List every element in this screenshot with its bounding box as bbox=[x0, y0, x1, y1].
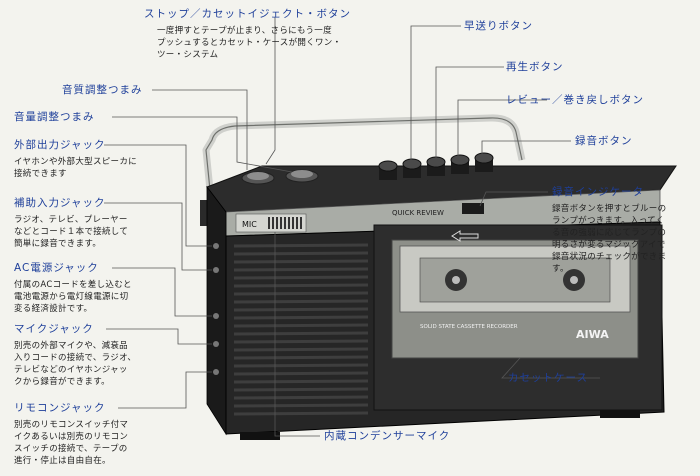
aux-in-label: 補助入力ジャック bbox=[14, 197, 106, 209]
grille-slat bbox=[233, 331, 369, 336]
foot-left bbox=[240, 432, 280, 440]
grille-slat bbox=[233, 283, 369, 288]
mic-slot bbox=[268, 217, 270, 229]
foot-right bbox=[600, 410, 640, 418]
mic-jack-label: マイクジャック bbox=[14, 323, 94, 335]
mic-slot bbox=[272, 217, 274, 229]
grille-slat bbox=[233, 411, 369, 416]
grille-slat bbox=[233, 267, 369, 272]
mic-slot bbox=[300, 217, 302, 229]
stop-eject-label: ストップ／カセットイジェクト・ボタン bbox=[144, 8, 351, 20]
grille-slat bbox=[233, 251, 369, 256]
grille-slat bbox=[233, 339, 369, 344]
cassette-case-label: カセットケース bbox=[508, 372, 588, 384]
condenser-mic-label: 内蔵コンデンサーマイク bbox=[324, 430, 451, 442]
grille-slat bbox=[233, 275, 369, 280]
rec-indicator-desc: 録音ボタンを押すとブルーの ランプがつきます。入ってく る音の強弱に応じてランプ… bbox=[552, 204, 667, 274]
mic-jack-desc: 別売の外部マイクや、減衰品 入りコードの接続で、ラジオ、 テレビなどのイヤホンジ… bbox=[14, 341, 137, 387]
aux-in-desc: ラジオ、テレビ、プレーヤー などとコード１本で接続して 簡単に録音できます。 bbox=[14, 215, 129, 249]
record-key bbox=[474, 152, 494, 172]
grille-slat bbox=[233, 315, 369, 320]
ac-power-desc: 付属のACコードを差し込むと 電池電源から電灯線電源に切 変る経済設計です。 bbox=[14, 280, 132, 314]
fast-forward-key bbox=[402, 158, 422, 178]
grille-slat bbox=[233, 395, 369, 400]
mic-label: MIC bbox=[242, 220, 257, 229]
ext-out-desc: イヤホンや外部大型スピーカに 接続できます bbox=[14, 157, 137, 179]
grille-slat bbox=[233, 347, 369, 352]
play-label: 再生ボタン bbox=[506, 61, 564, 73]
play-key bbox=[426, 156, 446, 176]
side-jacks bbox=[213, 243, 219, 375]
stop-eject-key bbox=[378, 160, 398, 180]
tone-label: 音質調整つまみ bbox=[62, 84, 143, 96]
grille-slat bbox=[233, 307, 369, 312]
eject-arrow-icon bbox=[451, 230, 479, 242]
mic-slot bbox=[276, 217, 278, 229]
deck-label: SOLID STATE CASSETTE RECORDER bbox=[420, 324, 518, 330]
grille-slat bbox=[233, 323, 369, 328]
rec-indicator-label: 録音インジケータ bbox=[552, 186, 644, 198]
grille-slat bbox=[233, 403, 369, 408]
remote-label: リモコンジャック bbox=[14, 402, 106, 414]
left-side-face bbox=[206, 185, 227, 436]
grille-slat bbox=[233, 259, 369, 264]
stop-eject-desc: 一度押すとテープが止まり、さらにもう一度 プッシュするとカセット・ケースが開くワ… bbox=[157, 26, 342, 60]
mic-slot bbox=[284, 217, 286, 229]
ac-power-label: AC電源ジャック bbox=[14, 262, 99, 274]
grille-slat bbox=[233, 355, 369, 360]
grille-slat bbox=[233, 291, 369, 296]
grille-slat bbox=[233, 379, 369, 384]
fast-forward-label: 早送りボタン bbox=[464, 20, 533, 32]
mic-slot bbox=[292, 217, 294, 229]
grille-slat bbox=[233, 243, 369, 248]
volume-label: 音量調整つまみ bbox=[14, 111, 95, 123]
ext-out-label: 外部出力ジャック bbox=[14, 139, 106, 151]
piano-keys bbox=[378, 152, 494, 180]
leader-lines bbox=[104, 17, 600, 437]
tone-knob bbox=[241, 171, 275, 185]
mic-slot bbox=[296, 217, 298, 229]
mic-slot bbox=[280, 217, 282, 229]
record-label: 録音ボタン bbox=[575, 135, 633, 147]
grille-slat bbox=[233, 363, 369, 368]
mic-slot bbox=[288, 217, 290, 229]
review-rewind-key bbox=[450, 154, 470, 174]
remote-desc: 別売のリモコンスイッチ付マ イクあるいは別売のリモコン スイッチの接続で、テープ… bbox=[14, 420, 129, 466]
rec-indicator-window bbox=[462, 203, 484, 214]
panel-label: QUICK REVIEW bbox=[392, 209, 444, 217]
review-rewind-label: レビュー／巻き戻しボタン bbox=[506, 94, 644, 106]
volume-knob bbox=[285, 169, 319, 183]
mic-slots bbox=[268, 217, 302, 229]
speaker-grille bbox=[233, 243, 369, 416]
grille-slat bbox=[233, 371, 369, 376]
grille-slat bbox=[233, 299, 369, 304]
brand-logo: AIWA bbox=[576, 328, 609, 341]
grille-slat bbox=[233, 387, 369, 392]
